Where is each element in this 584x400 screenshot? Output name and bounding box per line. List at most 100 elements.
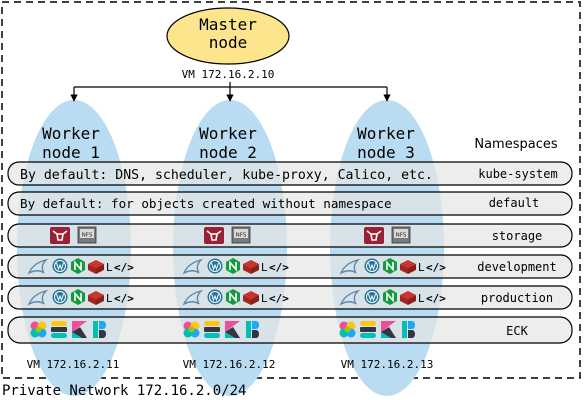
- minio-bull-icon: [50, 227, 70, 244]
- mysql-dolphin-icon: [27, 289, 49, 306]
- worker-3-title-line1: Worker: [357, 124, 415, 143]
- laravel-code-icon: L</>: [261, 292, 289, 305]
- mysql-dolphin-icon: [27, 258, 49, 275]
- redis-icon: [243, 291, 259, 305]
- worker-3-vm-label: VM 172.16.2.13: [341, 358, 434, 371]
- mysql-dolphin-icon: [182, 289, 204, 306]
- mysql-dolphin-icon: [339, 258, 361, 275]
- laravel-code-icon: L</>: [261, 261, 289, 274]
- app-icons-group: L</>: [339, 258, 446, 275]
- namespace-band-production[interactable]: production: [7, 285, 573, 310]
- nginx-icon: [226, 258, 240, 274]
- code-glyph: </>: [269, 261, 289, 274]
- nfs-label: NFS: [82, 233, 93, 239]
- laravel-letter: L: [106, 292, 113, 305]
- namespace-name: storage: [492, 229, 543, 243]
- laravel-code-icon: L</>: [106, 292, 134, 305]
- worker-2-vm-label: VM 172.16.2.12: [183, 358, 276, 371]
- namespace-name: default: [489, 196, 540, 210]
- namespace-band-development[interactable]: development: [7, 254, 573, 279]
- elasticsearch-icon: [360, 321, 376, 338]
- kibana-icon: [225, 321, 240, 338]
- worker-2-title-line2: node 2: [199, 143, 257, 162]
- code-glyph: </>: [426, 292, 446, 305]
- worker-1-title-line1: Worker: [42, 124, 100, 143]
- namespace-band-eck[interactable]: ECK: [7, 316, 573, 344]
- wordpress-icon: [52, 258, 68, 274]
- worker-3-title-line2: node 3: [357, 143, 415, 162]
- laravel-code-icon: L</>: [418, 292, 446, 305]
- namespaces-heading: Namespaces: [474, 137, 557, 152]
- beats-icon: [93, 321, 106, 338]
- eck-icons-group: [183, 321, 259, 338]
- storage-icons-node-1: NFS: [50, 226, 97, 244]
- nginx-icon: [71, 289, 85, 305]
- master-node-vm-label: VM 172.16.2.10: [182, 68, 275, 81]
- namespace-content-text: By default: for objects created without …: [20, 196, 392, 211]
- redis-icon: [88, 291, 104, 305]
- elasticsearch-icon: [204, 321, 220, 338]
- private-network-label: Private Network 172.16.2.0/24: [2, 383, 246, 399]
- worker-2-title-line1: Worker: [199, 124, 257, 143]
- laravel-letter: L: [261, 292, 268, 305]
- elastic-icon: [339, 321, 356, 338]
- app-icons-group: L</>: [27, 258, 134, 275]
- nginx-icon: [383, 289, 397, 305]
- nfs-server-icon: NFS: [77, 226, 97, 244]
- redis-icon: [400, 291, 416, 305]
- nfs-label: NFS: [236, 233, 247, 239]
- eck-icons-group: [30, 321, 106, 338]
- namespace-name: production: [481, 291, 553, 305]
- elasticsearch-icon: [51, 321, 67, 338]
- namespace-band-default[interactable]: By default: for objects created without …: [7, 191, 573, 216]
- namespace-band: [7, 223, 573, 248]
- minio-bull-icon: [204, 227, 224, 244]
- nfs-server-icon: NFS: [231, 226, 251, 244]
- redis-icon: [243, 260, 259, 274]
- redis-icon: [88, 260, 104, 274]
- namespace-band: [7, 254, 573, 279]
- wordpress-icon: [364, 258, 380, 274]
- app-icons-group: L</>: [182, 289, 289, 306]
- namespace-band-kube-system[interactable]: By default: DNS, scheduler, kube-proxy, …: [7, 161, 573, 186]
- namespace-content-text: By default: DNS, scheduler, kube-proxy, …: [20, 168, 433, 183]
- eck-icons-group: [339, 321, 415, 338]
- wordpress-icon: [207, 258, 223, 274]
- beats-icon: [246, 321, 259, 338]
- mysql-dolphin-icon: [339, 289, 361, 306]
- master-node-ellipse[interactable]: [166, 7, 290, 65]
- private-network-boundary: [1, 1, 581, 379]
- elastic-icon: [183, 321, 200, 338]
- worker-1-title-line2: node 1: [42, 143, 100, 162]
- kibana-icon: [72, 321, 87, 338]
- code-glyph: </>: [114, 261, 134, 274]
- redis-icon: [400, 260, 416, 274]
- elastic-icon: [30, 321, 47, 338]
- app-icons-group: L</>: [27, 289, 134, 306]
- master-to-workers-connector: [74, 82, 387, 88]
- nfs-label: NFS: [396, 233, 407, 239]
- nfs-server-icon: NFS: [391, 226, 411, 244]
- namespace-band-storage[interactable]: storage NFS NFS: [7, 223, 573, 248]
- wordpress-icon: [364, 289, 380, 305]
- code-glyph: </>: [114, 292, 134, 305]
- nginx-icon: [226, 289, 240, 305]
- laravel-letter: L: [106, 261, 113, 274]
- namespace-name: kube-system: [478, 167, 557, 181]
- master-node-title-line1: Master: [199, 15, 257, 34]
- namespace-band: [7, 161, 573, 186]
- app-icons-group: L</>: [339, 289, 446, 306]
- kibana-icon: [381, 321, 396, 338]
- namespace-band: [7, 191, 573, 216]
- minio-bull-icon: [364, 227, 384, 244]
- wordpress-icon: [52, 289, 68, 305]
- storage-icons-node-3: NFS: [364, 226, 411, 244]
- laravel-code-icon: L</>: [418, 261, 446, 274]
- laravel-letter: L: [418, 261, 425, 274]
- namespace-name: development: [477, 260, 556, 274]
- laravel-letter: L: [261, 261, 268, 274]
- worker-1-vm-label: VM 172.16.2.11: [27, 358, 120, 371]
- namespace-band: [7, 285, 573, 310]
- namespace-name: ECK: [506, 324, 528, 338]
